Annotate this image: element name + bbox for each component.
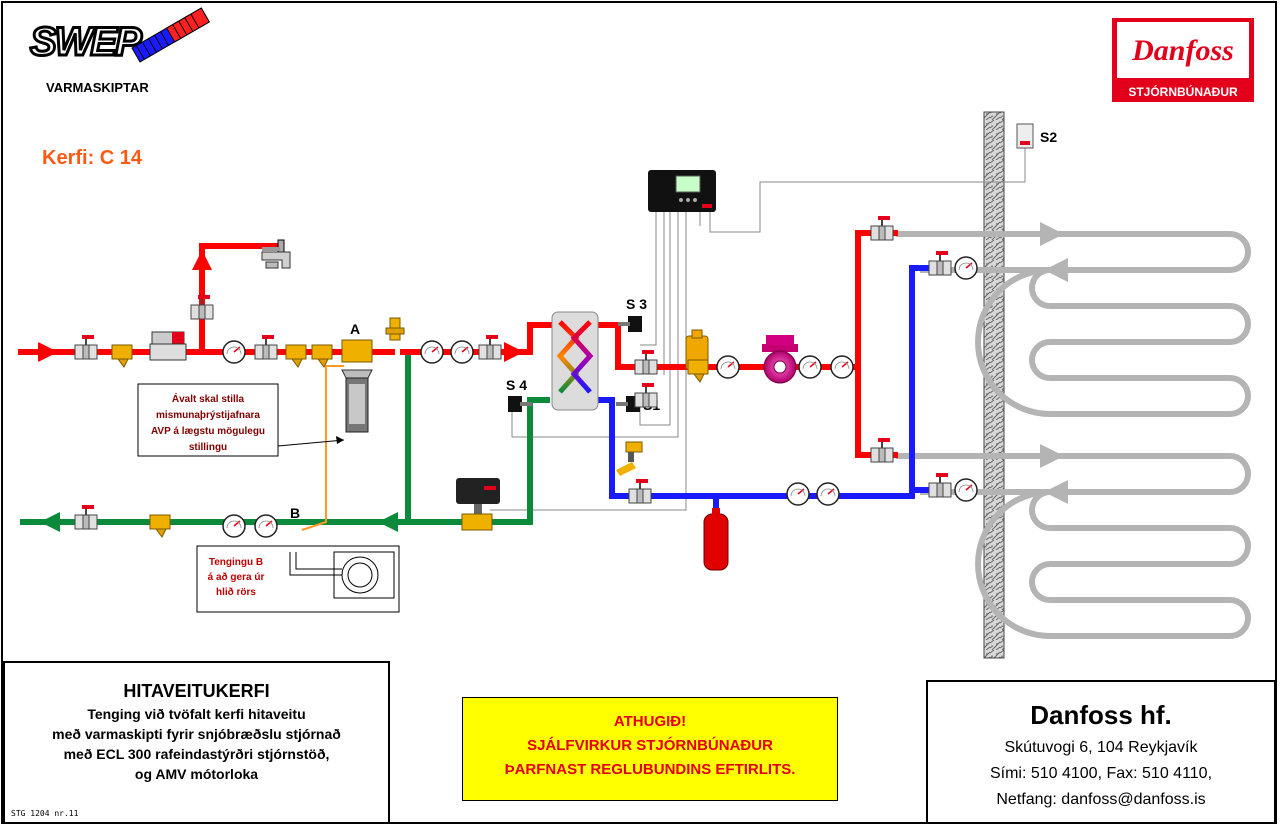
info-box: HITAVEITUKERFI Tenging við tvöfalt kerfi… (3, 661, 390, 824)
valves-group (74, 216, 952, 530)
warning-line-3: ÞARFNAST REGLUBUNDINS EFTIRLITS. (504, 761, 796, 778)
info-title: HITAVEITUKERFI (123, 681, 270, 701)
strainer-icon (285, 344, 307, 368)
drawing-code: STG 1204 nr.11 (11, 809, 79, 818)
strainer-icon (149, 514, 171, 538)
gauge-icon (420, 340, 444, 364)
strainer-icon (311, 344, 333, 368)
danfoss-logo-subtitle: STJÓRNBÚNAÐUR (1128, 84, 1238, 99)
label-a: A (350, 321, 360, 337)
sensor-s2-icon (1016, 123, 1034, 149)
strainer-icon (687, 359, 709, 383)
warning-box: ATHUGIÐ! SJÁLFVIRKUR STJÓRNBÚNAÐUR ÞARFN… (462, 697, 838, 801)
svg-text:Tengingu B: Tengingu B (209, 557, 263, 568)
gauge-icon (450, 340, 474, 364)
svg-text:mismunaþrýstijafnara: mismunaþrýstijafnara (156, 410, 260, 421)
swep-subtitle: VARMASKIPTAR (46, 80, 149, 95)
gauge-icon (798, 355, 822, 379)
svg-text:hlið rörs: hlið rörs (216, 586, 256, 598)
strainer-icon (111, 344, 133, 368)
sensor-s3-icon (618, 316, 642, 332)
ball-valve-icon (634, 350, 658, 375)
system-title: Kerfi: C 14 (42, 147, 143, 169)
company-address: Skútuvogi 6, 104 Reykjavík (1004, 739, 1198, 756)
gauge-icon (254, 514, 278, 538)
gauge-icon (954, 478, 978, 502)
gauge-icon (954, 256, 978, 280)
svg-text:Ávalt skal stilla: Ávalt skal stilla (172, 392, 245, 405)
impulse-tube-b (301, 365, 344, 531)
note-avp-text: Ávalt skal stilla mismunaþrýstijafnara A… (151, 392, 265, 453)
label-s4: S 4 (506, 377, 527, 393)
info-lines: Tenging við tvöfalt kerfi hitaveitu með … (52, 706, 341, 782)
svg-text:stillingu: stillingu (189, 442, 227, 453)
swep-logo: SWEP VARMASKIPTAR (29, 7, 210, 95)
label-b: B (290, 505, 300, 521)
danfoss-logo: Danfoss STJÓRNBÚNAÐUR (1112, 18, 1254, 102)
gauge-icon (816, 482, 840, 506)
heat-exchanger-icon (551, 311, 599, 411)
warning-line-2: SJÁLFVIRKUR STJÓRNBÚNAÐUR (527, 737, 773, 754)
gauge-icon (716, 355, 740, 379)
motor-valve-icon (456, 478, 500, 531)
sensor-s4-icon (508, 396, 532, 412)
secondary-return-pipe (598, 265, 930, 514)
gauges-group (222, 256, 978, 538)
svg-text:AVP á lægstu mögulegu: AVP á lægstu mögulegu (151, 426, 265, 437)
temperature-sensor-icon (616, 441, 643, 476)
secondary-supply-pipe (598, 230, 898, 458)
warning-line-1: ATHUGIÐ! (613, 713, 687, 730)
ball-valve-icon (870, 438, 894, 463)
swep-logo-text: SWEP (30, 20, 142, 64)
company-email: Netfang: danfoss@danfoss.is (996, 791, 1206, 808)
avp-regulator-icon (341, 339, 373, 433)
company-name: Danfoss hf. (1030, 700, 1172, 730)
plate-hx-logo-icon (131, 7, 210, 63)
danfoss-logo-text: Danfoss (1131, 34, 1234, 67)
snow-melt-loops (896, 231, 1251, 639)
controller-icon (648, 170, 716, 212)
company-box: Danfoss hf. Skútuvogi 6, 104 Reykjavík S… (926, 680, 1276, 824)
ball-valve-icon (634, 383, 658, 408)
pump-icon (762, 335, 798, 384)
control-wiring (490, 148, 1026, 511)
pipe-tee-sketch-icon (289, 551, 395, 599)
ball-valve-icon (74, 505, 98, 530)
note-b-box (196, 545, 400, 613)
gauge-icon (222, 340, 246, 364)
loop-arrows (1040, 222, 1068, 504)
note-avp-box (137, 383, 279, 457)
meter-icon (149, 331, 187, 361)
ball-valve-icon (190, 295, 214, 320)
label-s2: S2 (1040, 129, 1057, 145)
tap-icon (261, 239, 291, 269)
ball-valve-icon (478, 335, 502, 360)
safety-valve-icon (385, 317, 405, 341)
ball-valve-icon (870, 216, 894, 241)
company-phone: Sími: 510 4100, Fax: 510 4110, (989, 765, 1213, 782)
ball-valve-icon (928, 473, 952, 498)
ball-valve-icon (928, 251, 952, 276)
note-b-text: Tengingu B á að gera úr hlið rörs (208, 557, 265, 598)
ball-valve-icon (74, 335, 98, 360)
ball-valve-icon (628, 479, 652, 504)
svg-text:á að gera úr: á að gera úr (208, 571, 265, 583)
expansion-tank-icon (703, 508, 729, 571)
strainers-group (111, 344, 709, 538)
label-s3: S 3 (626, 296, 647, 312)
gauge-icon (222, 514, 246, 538)
gauge-icon (830, 355, 854, 379)
ball-valve-icon (254, 335, 278, 360)
gauge-icon (786, 482, 810, 506)
